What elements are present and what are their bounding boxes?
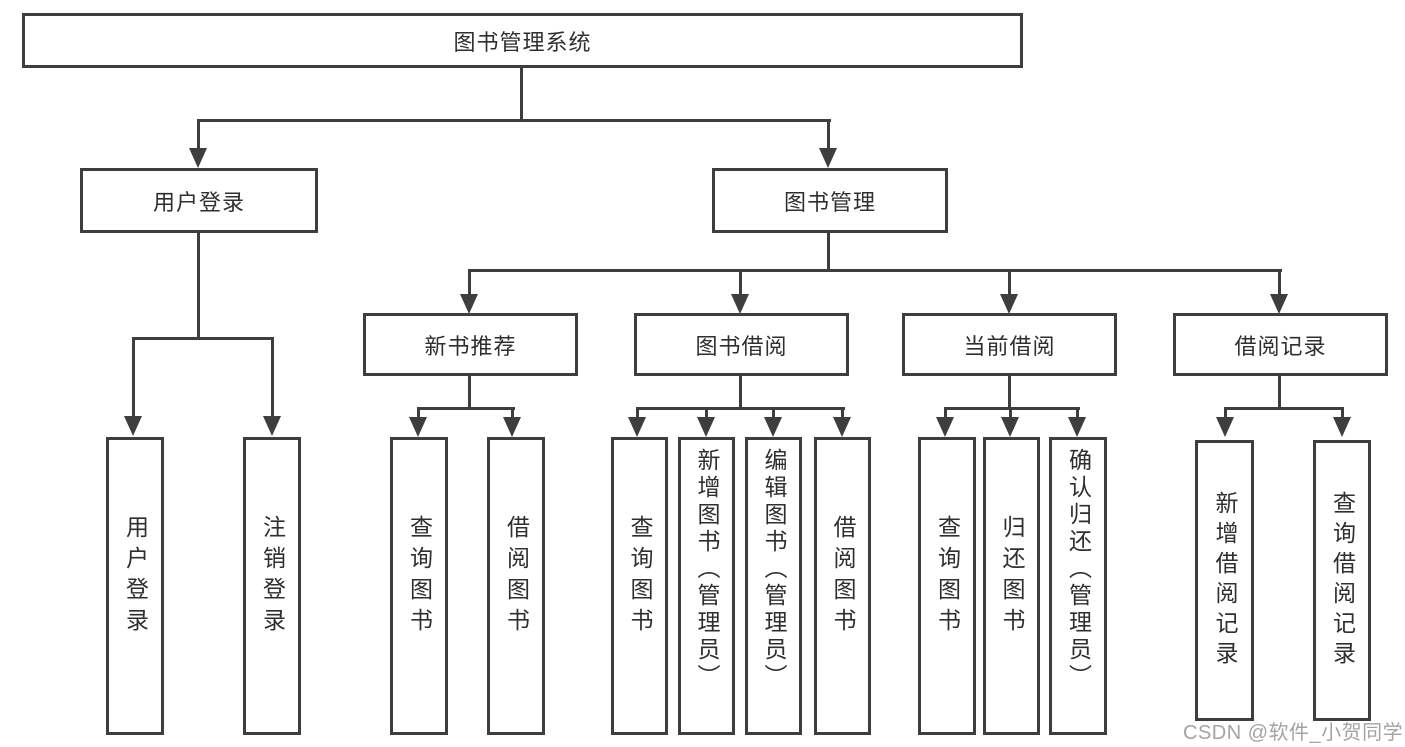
arrowhead-down — [697, 417, 715, 437]
leaf-borrow-edit-books-admin-label: 编辑图书（管理员） — [761, 448, 787, 691]
leaf-logout-label: 注销登录 — [259, 515, 286, 639]
csdn-watermark: CSDN @软件_小贺同学 — [1183, 722, 1404, 744]
arrowhead-down — [833, 417, 851, 437]
node-current-borrow: 当前借阅 — [902, 313, 1117, 376]
arrowhead-down — [409, 417, 427, 437]
node-borrow-record-label: 借阅记录 — [1234, 333, 1327, 359]
connector-line — [739, 376, 742, 409]
connector-line — [944, 407, 947, 418]
connector-line — [772, 407, 775, 418]
connector-line — [1278, 376, 1281, 409]
arrowhead-down — [263, 416, 281, 436]
arrowhead-down — [1001, 417, 1019, 437]
node-book-borrow: 图书借阅 — [634, 313, 849, 376]
node-root-label: 图书管理系统 — [453, 29, 592, 55]
leaf-borrow-add-books-admin-label: 新增图书（管理员） — [694, 448, 720, 691]
connector-line — [520, 68, 523, 121]
node-current-borrow-label: 当前借阅 — [963, 333, 1056, 359]
node-user-login: 用户登录 — [80, 168, 318, 233]
arrowhead-down — [936, 417, 954, 437]
arrowhead-down — [460, 294, 478, 314]
connector-line — [468, 269, 1282, 272]
arrowhead-down — [1216, 417, 1234, 437]
leaf-current-confirm-return-admin-label: 确认归还（管理员） — [1065, 448, 1092, 691]
connector-line — [132, 337, 274, 340]
leaf-current-query-books-label: 查询图书 — [934, 515, 961, 639]
arrowhead-down — [1000, 294, 1018, 314]
leaf-newbook-borrow-books-label: 借阅图书 — [503, 515, 530, 639]
leaf-borrow-borrow-books-label: 借阅图书 — [830, 515, 856, 639]
connector-line — [1008, 269, 1011, 295]
connector-line — [197, 119, 200, 149]
node-book-management: 图书管理 — [712, 168, 948, 233]
arrowhead-down — [731, 294, 749, 314]
leaf-borrow-borrow-books: 借阅图书 — [814, 437, 871, 735]
connector-line — [1009, 407, 1012, 418]
connector-line — [1224, 407, 1344, 410]
connector-line — [132, 337, 135, 417]
leaf-borrow-add-books-admin: 新增图书（管理员） — [678, 437, 735, 735]
leaf-record-add-record-label: 新增借阅记录 — [1212, 490, 1238, 671]
arrowhead-down — [819, 148, 837, 168]
leaf-current-return-books: 归还图书 — [983, 437, 1040, 735]
connector-line — [944, 407, 1080, 410]
leaf-newbook-borrow-books: 借阅图书 — [487, 437, 545, 735]
connector-line — [417, 407, 420, 418]
leaf-logout: 注销登录 — [243, 437, 301, 735]
connector-line — [197, 233, 200, 339]
node-root: 图书管理系统 — [22, 13, 1023, 68]
leaf-borrow-query-books: 查询图书 — [611, 437, 668, 735]
connector-line — [1008, 376, 1011, 409]
arrowhead-down — [628, 417, 646, 437]
leaf-record-query-record: 查询借阅记录 — [1313, 440, 1371, 721]
leaf-borrow-edit-books-admin: 编辑图书（管理员） — [745, 437, 802, 735]
connector-line — [511, 407, 514, 418]
leaf-user-login: 用户登录 — [106, 437, 164, 735]
connector-line — [739, 269, 742, 295]
arrowhead-down — [503, 417, 521, 437]
connector-line — [271, 337, 274, 417]
leaf-current-return-books-label: 归还图书 — [999, 515, 1025, 639]
leaf-record-add-record: 新增借阅记录 — [1195, 440, 1254, 721]
connector-line — [1341, 407, 1344, 418]
arrowhead-down — [124, 416, 142, 436]
connector-line — [1278, 269, 1281, 295]
connector-line — [636, 407, 639, 418]
connector-line — [1076, 407, 1079, 418]
leaf-newbook-query-books-label: 查询图书 — [406, 515, 433, 639]
leaf-record-query-record-label: 查询借阅记录 — [1329, 490, 1356, 671]
leaf-current-query-books: 查询图书 — [918, 437, 976, 735]
arrowhead-down — [1270, 294, 1288, 314]
connector-line — [468, 376, 471, 409]
leaf-borrow-query-books-label: 查询图书 — [627, 515, 653, 639]
node-book-borrow-label: 图书借阅 — [695, 333, 788, 359]
node-user-login-label: 用户登录 — [152, 189, 245, 215]
connector-line — [705, 407, 708, 418]
arrowhead-down — [1333, 417, 1351, 437]
connector-line — [827, 233, 830, 271]
node-book-management-label: 图书管理 — [783, 189, 876, 215]
leaf-newbook-query-books: 查询图书 — [390, 437, 448, 735]
node-new-book-recommend: 新书推荐 — [363, 313, 578, 376]
connector-line — [827, 119, 830, 149]
connector-line — [1224, 407, 1227, 418]
connector-line — [841, 407, 844, 418]
connector-line — [468, 269, 471, 295]
node-new-book-recommend-label: 新书推荐 — [424, 333, 517, 359]
arrowhead-down — [1068, 417, 1086, 437]
leaf-current-confirm-return-admin: 确认归还（管理员） — [1049, 437, 1107, 735]
arrowhead-down — [189, 148, 207, 168]
leaf-user-login-label: 用户登录 — [122, 515, 149, 639]
connector-line — [636, 407, 845, 410]
arrowhead-down — [764, 417, 782, 437]
node-borrow-record: 借阅记录 — [1173, 313, 1388, 376]
connector-line — [197, 119, 831, 122]
connector-line — [417, 407, 515, 410]
